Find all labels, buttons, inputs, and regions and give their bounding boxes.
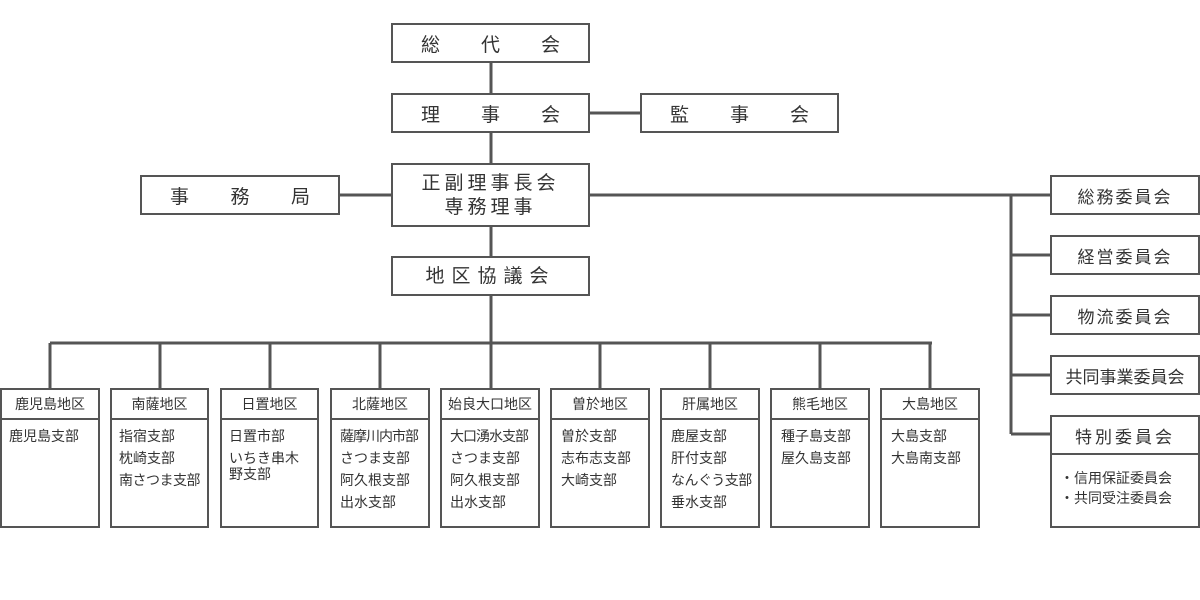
branch-list: 鹿児島支部: [2, 420, 98, 448]
branch-item: 屋久島支部: [781, 451, 851, 467]
vice-chairs-box: 正副理事長会 専務理事: [391, 163, 590, 227]
district-name: 鹿児島地区: [2, 390, 98, 420]
special-committee-box: 特別委員会 ・信用保証委員会 ・共同受注委員会: [1050, 415, 1200, 528]
branch-item: いちき串木野支部: [229, 451, 299, 483]
auditors-char-3: 会: [789, 103, 809, 126]
branch-item: 大崎支部: [561, 473, 617, 489]
branch-item: 鹿屋支部: [671, 429, 727, 445]
district-name: 肝属地区: [662, 390, 758, 420]
branch-item: 日置市部: [229, 429, 285, 445]
auditors-char-2: 事: [729, 103, 749, 126]
branch-item: 南さつま支部: [119, 473, 201, 489]
secretariat-char-2: 務: [230, 185, 250, 208]
secretariat-char-1: 事: [170, 185, 190, 208]
committee-logistics: 物流委員会: [1050, 295, 1200, 335]
district-name: 熊毛地区: [772, 390, 868, 420]
vice-chairs-line-1: 正副理事長会: [421, 172, 560, 194]
branch-list: 鹿屋支部 肝付支部 なんぐう支部 垂水支部: [662, 420, 758, 514]
general-assembly-box: 総 代 会: [391, 23, 590, 63]
branch-item: 肝付支部: [671, 451, 727, 467]
board-char-1: 理: [421, 103, 441, 126]
district-name: 曽於地区: [552, 390, 648, 420]
district-box-aira-okuchi: 始良大口地区 大口湧水支部 さつま支部 阿久根支部 出水支部: [440, 388, 540, 528]
district-name: 南薩地区: [112, 390, 207, 420]
branch-item: 大島南支部: [891, 451, 961, 467]
committee-general-affairs: 総務委員会: [1050, 175, 1200, 215]
branch-item: 志布志支部: [561, 451, 631, 467]
district-box-kagoshima: 鹿児島地区 鹿児島支部: [0, 388, 100, 528]
auditors-box: 監 事 会: [640, 93, 839, 133]
general-assembly-char-2: 代: [480, 33, 500, 56]
branch-item: 阿久根支部: [340, 473, 410, 489]
branch-item: 曽於支部: [561, 429, 617, 445]
branch-list: 曽於支部 志布志支部 大崎支部: [552, 420, 648, 492]
special-committee-list: ・信用保証委員会 ・共同受注委員会: [1052, 455, 1198, 509]
branch-item: 大口湧水支部: [450, 429, 529, 445]
branch-item: 鹿児島支部: [9, 429, 79, 445]
branch-item: 垂水支部: [671, 495, 727, 511]
branch-item: 指宿支部: [119, 429, 175, 445]
board-char-2: 事: [480, 103, 500, 126]
branch-item: 薩摩川内市部: [340, 429, 419, 445]
branch-list: 種子島支部 屋久島支部: [772, 420, 868, 470]
district-box-kimotsuki: 肝属地区 鹿屋支部 肝付支部 なんぐう支部 垂水支部: [660, 388, 760, 528]
branch-item: 出水支部: [340, 495, 396, 511]
branch-list: 大島支部 大島南支部: [882, 420, 978, 470]
district-name: 日置地区: [222, 390, 317, 420]
district-box-hioki: 日置地区 日置市部 いちき串木野支部: [220, 388, 319, 528]
special-committee-item: ・信用保証委員会: [1060, 471, 1172, 487]
committee-management: 経営委員会: [1050, 235, 1200, 275]
general-assembly-char-3: 会: [540, 33, 560, 56]
district-name: 始良大口地区: [442, 390, 538, 420]
committee-label: 共同事業委員会: [1065, 367, 1185, 388]
district-box-nansatsu: 南薩地区 指宿支部 枕崎支部 南さつま支部: [110, 388, 209, 528]
secretariat-char-3: 局: [290, 185, 310, 208]
board-box: 理 事 会: [391, 93, 590, 133]
district-box-oshima: 大島地区 大島支部 大島南支部: [880, 388, 980, 528]
special-committee-item: ・共同受注委員会: [1060, 491, 1172, 507]
branch-list: 指宿支部 枕崎支部 南さつま支部: [112, 420, 207, 492]
regional-council-label: 地区協議会: [425, 265, 556, 287]
committee-label: 経営委員会: [1077, 247, 1173, 268]
regional-council-box: 地区協議会: [391, 256, 590, 296]
branch-item: 種子島支部: [781, 429, 851, 445]
branch-item: 阿久根支部: [450, 473, 520, 489]
district-box-soo: 曽於地区 曽於支部 志布志支部 大崎支部: [550, 388, 650, 528]
district-name: 大島地区: [882, 390, 978, 420]
branch-item: 大島支部: [891, 429, 947, 445]
district-box-hokusatsu: 北薩地区 薩摩川内市部 さつま支部 阿久根支部 出水支部: [330, 388, 430, 528]
branch-list: 大口湧水支部 さつま支部 阿久根支部 出水支部: [442, 420, 538, 514]
branch-item: さつま支部: [340, 451, 410, 467]
secretariat-box: 事 務 局: [140, 175, 340, 215]
branch-item: 枕崎支部: [119, 451, 175, 467]
district-name: 北薩地区: [332, 390, 428, 420]
general-assembly-char-1: 総: [421, 33, 441, 56]
branch-item: さつま支部: [450, 451, 520, 467]
branch-list: 日置市部 いちき串木野支部: [222, 420, 317, 483]
auditors-char-1: 監: [670, 103, 690, 126]
board-char-3: 会: [540, 103, 560, 126]
branch-list: 薩摩川内市部 さつま支部 阿久根支部 出水支部: [332, 420, 428, 514]
committee-label: 物流委員会: [1077, 307, 1173, 328]
branch-item: 出水支部: [450, 495, 506, 511]
branch-item: なんぐう支部: [671, 473, 752, 489]
committee-joint-business: 共同事業委員会: [1050, 355, 1200, 395]
district-box-kumage: 熊毛地区 種子島支部 屋久島支部: [770, 388, 870, 528]
vice-chairs-line-2: 専務理事: [444, 196, 537, 218]
committee-label: 総務委員会: [1077, 187, 1173, 208]
special-committee-title: 特別委員会: [1052, 417, 1198, 455]
